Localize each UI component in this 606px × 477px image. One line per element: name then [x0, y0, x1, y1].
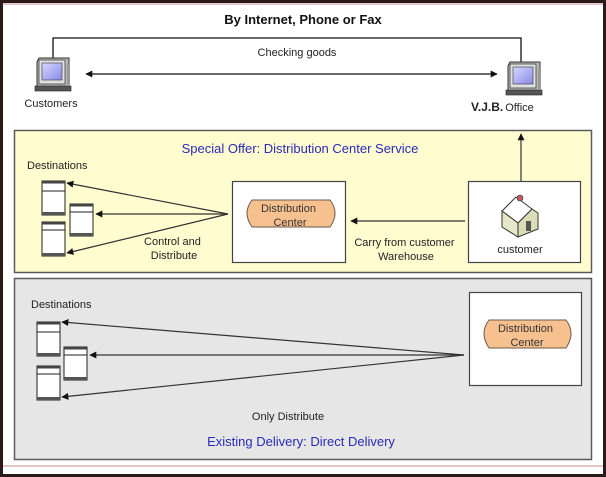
control-arrow-top — [66, 180, 229, 215]
existing-center-line2: Center — [510, 337, 543, 349]
only-distribute-label: Only Distribute — [252, 411, 324, 423]
checking-goods-label: Checking goods — [258, 47, 337, 59]
document-stack-icon — [41, 180, 94, 257]
distribution-center-shape — [246, 199, 336, 228]
carry-label-line1: Carry from customer — [354, 237, 455, 249]
customer-label: customer — [497, 244, 543, 256]
control-arrow-bottom — [66, 213, 229, 255]
internet-link-line — [52, 37, 522, 63]
control-label-line1: Control and — [144, 236, 201, 248]
office-label: Office — [505, 102, 534, 114]
special-offer-title: Special Offer: Distribution Center Servi… — [182, 141, 419, 156]
control-label-line2: Distribute — [151, 250, 197, 262]
carry-label-line2: Warehouse — [378, 251, 434, 263]
direct-arrow-top — [61, 319, 465, 356]
top-title: By Internet, Phone or Fax — [224, 12, 382, 27]
computer-icon — [34, 57, 72, 92]
existing-delivery-title: Existing Delivery: Direct Delivery — [207, 434, 395, 449]
computer-icon — [505, 61, 543, 96]
customers-label: Customers — [24, 98, 78, 110]
vjb-office-label: V.J.B.Office — [471, 100, 534, 114]
house-icon — [501, 194, 539, 238]
control-label: Control and Distribute — [144, 236, 204, 262]
center-label-line1: Distribution — [261, 203, 316, 215]
center-label-line2: Center — [273, 217, 306, 229]
existing-center-line1: Distribution — [498, 323, 553, 335]
distribution-center-label: Distribution Center — [261, 203, 319, 229]
carry-label: Carry from customer Warehouse — [354, 237, 457, 263]
existing-distribution-center-shape — [483, 319, 572, 349]
destinations-label: Destinations — [27, 160, 88, 172]
existing-destinations-label: Destinations — [31, 299, 92, 311]
customer-box — [467, 180, 582, 264]
document-stack-icon — [36, 321, 88, 401]
existing-distribution-center-label: Distribution Center — [498, 323, 556, 349]
vjb-label: V.J.B. — [471, 100, 503, 114]
direct-arrow-bottom — [61, 354, 465, 400]
